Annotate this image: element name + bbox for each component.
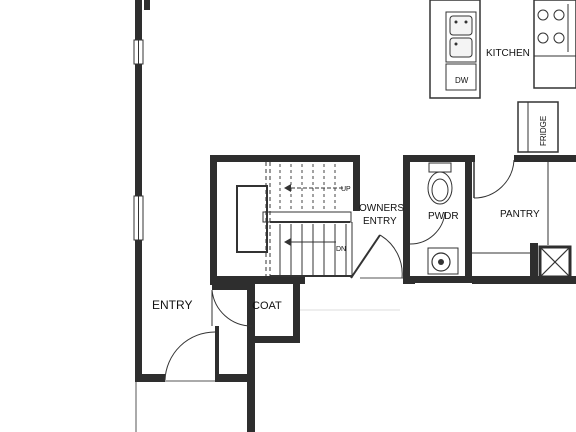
entry-door bbox=[164, 326, 248, 382]
stair-up-arrow bbox=[284, 184, 343, 192]
stair-enclosure bbox=[210, 155, 360, 285]
powder-room bbox=[403, 155, 475, 283]
stair-up-label: UP bbox=[341, 186, 351, 193]
powder-room-label: PWDR bbox=[428, 211, 459, 222]
counter-right bbox=[533, 0, 576, 89]
owners-entry-door bbox=[350, 234, 404, 279]
chase-box-icon bbox=[538, 245, 572, 279]
owners-entry-label-line2: ENTRY bbox=[363, 216, 397, 227]
fridge-label: FRIDGE bbox=[539, 116, 548, 146]
double-sink-icon bbox=[445, 11, 477, 63]
owners-entry-label-line1: OWNERS bbox=[359, 203, 404, 214]
stair-down-label: DN bbox=[336, 246, 346, 253]
entry-label: ENTRY bbox=[152, 298, 192, 312]
pantry-label: PANTRY bbox=[500, 209, 540, 220]
kitchen-label: KITCHEN bbox=[486, 48, 530, 59]
left-exterior-wall bbox=[133, 0, 165, 432]
coat-closet-label: COAT bbox=[252, 300, 282, 312]
coat-closet bbox=[211, 282, 300, 432]
cooktop-icon bbox=[537, 4, 569, 52]
sink-icon bbox=[427, 247, 459, 275]
stair-down-arrow bbox=[284, 238, 336, 246]
fridge-icon bbox=[517, 101, 559, 153]
pantry bbox=[472, 155, 576, 284]
dishwasher-label: DW bbox=[455, 76, 469, 85]
toilet-icon bbox=[427, 162, 453, 205]
stair-treads bbox=[262, 162, 353, 278]
